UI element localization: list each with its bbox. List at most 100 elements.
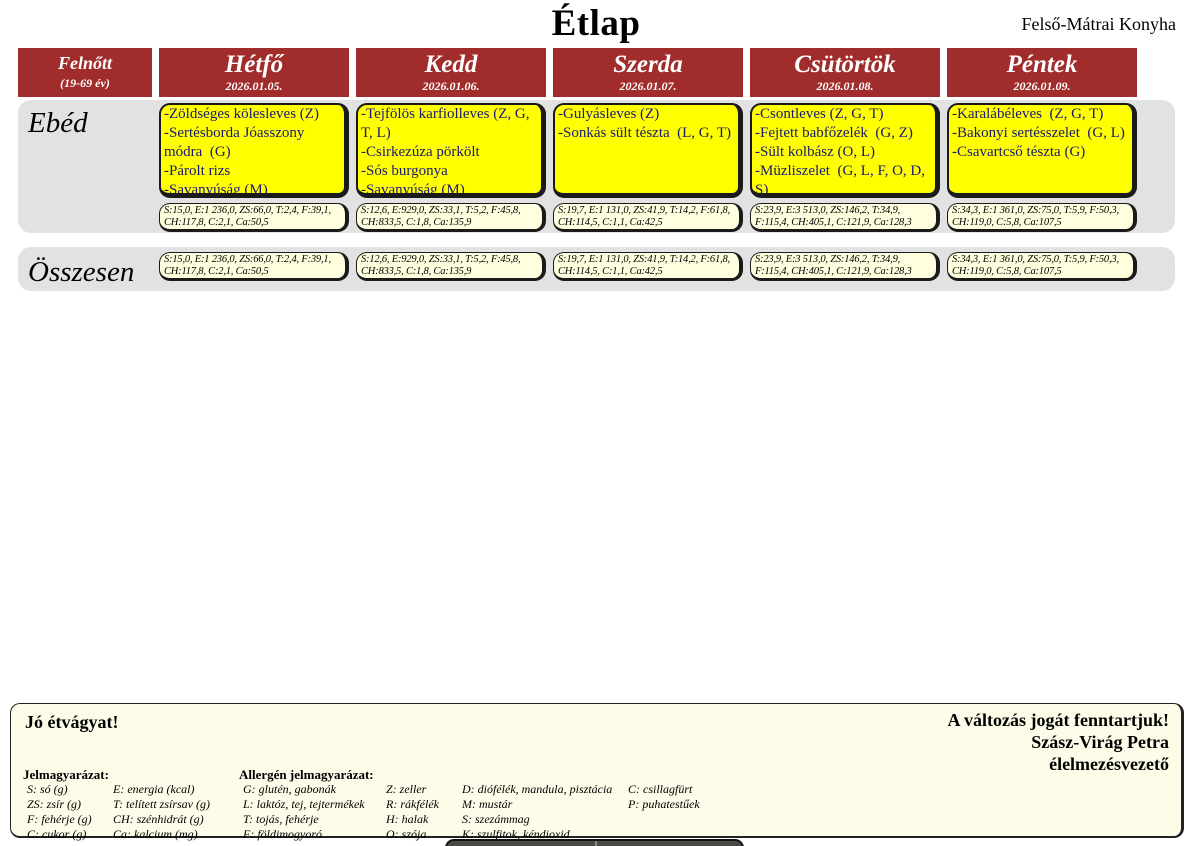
legend-item: CH: szénhidrát (g) — [113, 812, 204, 826]
menu-box: -Gulyásleves (Z) -Sonkás sült tészta (L, … — [553, 103, 743, 198]
menu-item-line: -Gulyásleves (Z) — [558, 106, 660, 122]
menu-item-line: -Sertésborda Jóasszony módra (G) — [164, 125, 309, 160]
age-group-label: Felnőtt — [57, 53, 112, 73]
legend-item: C: cukor (g) — [27, 827, 87, 841]
legend-item: ZS: zsír (g) — [27, 797, 82, 811]
total-row: Összesen S:15,0, E:1 236,0, ZS:66,0, T:2… — [18, 247, 1175, 291]
footer-box: Jó étvágyat! A változás jogát fenntartju… — [10, 703, 1184, 841]
total-nutrition-box: S:19,7, E:1 131,0, ZS:41,9, T:14,2, F:61… — [553, 252, 743, 281]
day-name: Hétfő — [224, 51, 284, 78]
menu-item-line: -Zöldséges kölesleves (Z) — [164, 106, 319, 122]
menu-item-line: -Sós burgonya — [361, 163, 448, 179]
menu-cell-friday: -Karalábéleves (Z, G, T) -Bakonyi sertéss… — [947, 103, 1137, 232]
menu-item-line: -Csavartcső tészta (G) — [952, 144, 1086, 160]
total-nutrition-box: S:23,9, E:3 513,0, ZS:146,2, T:34,9, F:1… — [750, 252, 940, 281]
menu-cell-monday: -Zöldséges kölesleves (Z) -Sertésborda Jó… — [159, 103, 349, 232]
signature-block: A változás jogát fenntartjuk! Szász-Virá… — [948, 709, 1169, 775]
legend-item: S: só (g) — [27, 782, 68, 796]
day-name: Kedd — [424, 51, 478, 78]
signature-name: Szász-Virág Petra — [1031, 732, 1169, 752]
change-notice: A változás jogát fenntartjuk! — [947, 710, 1169, 730]
total-nutrition-box: S:15,0, E:1 236,0, ZS:66,0, T:2,4, F:39,… — [159, 252, 349, 281]
day-date: 2026.01.05. — [225, 79, 283, 93]
age-group-cell: Felnőtt (19-69 év) — [18, 48, 152, 97]
menu-item-line: -Tejfölös karfiolleves (Z, G, T, L) — [361, 106, 533, 141]
menu-item-line: -Karalábéleves (Z, G, T) — [952, 106, 1104, 122]
day-name: Csütörtök — [794, 51, 896, 78]
menu-item-line: -Sült kolbász (O, L) — [755, 144, 875, 160]
allergen-legend: Allergén jelmagyarázat: G: glutén, gabon… — [239, 767, 700, 842]
total-cell-wednesday: S:19,7, E:1 131,0, ZS:41,9, T:14,2, F:61… — [553, 252, 743, 289]
day-name: Péntek — [1006, 51, 1078, 78]
day-header-wednesday: Szerda 2026.01.07. — [553, 48, 743, 97]
day-header-thursday: Csütörtök 2026.01.08. — [750, 48, 940, 97]
age-range-label: (19-69 év) — [60, 76, 110, 90]
nutrition-box: S:15,0, E:1 236,0, ZS:66,0, T:2,4, F:39,… — [159, 203, 349, 232]
allergen-item: M: mustár — [462, 797, 513, 811]
menu-item-line: -Savanyúság (M) — [164, 182, 268, 198]
allergen-item: Z: zeller — [386, 782, 427, 796]
menu-box: -Zöldséges kölesleves (Z) -Sertésborda Jó… — [159, 103, 349, 198]
menu-item-line: -Fejtett babfőzelék (G, Z) — [755, 125, 913, 141]
allergen-item: R: rákfélék — [386, 797, 439, 811]
allergen-item: O: szója — [386, 827, 427, 841]
meal-row-label-cell: Ebéd — [18, 103, 152, 232]
allergen-item: K: szulfitok, kéndioxid — [462, 827, 570, 841]
kitchen-name: Felső-Mátrai Konyha — [1021, 14, 1176, 34]
allergen-item: F: földimogyoró — [243, 827, 322, 841]
legend-item: Ca: kalcium (mg) — [113, 827, 198, 841]
nutrition-box: S:23,9, E:3 513,0, ZS:146,2, T:34,9, F:1… — [750, 203, 940, 232]
total-cell-tuesday: S:12,6, E:929,0, ZS:33,1, T:5,2, F:45,8,… — [356, 252, 546, 289]
menu-cell-thursday: -Csontleves (Z, G, T) -Fejtett babfőzelék… — [750, 103, 940, 232]
legend-item: F: fehérje (g) — [27, 812, 92, 826]
legend-column: E: energia (kcal)T: telített zsírsav (g)… — [113, 782, 210, 842]
allergen-item: G: glutén, gabonák — [243, 782, 336, 796]
meal-row-label: Ebéd — [28, 107, 88, 139]
bottom-buttons-divider — [595, 841, 597, 846]
legend-item: E: energia (kcal) — [113, 782, 195, 796]
allergen-item: D: diófélék, mandula, pisztácia — [462, 782, 613, 796]
day-date: 2026.01.07. — [619, 79, 677, 93]
header-row: Felnőtt (19-69 év) Hétfő 2026.01.05. Ked… — [18, 48, 1137, 97]
menu-box: -Tejfölös karfiolleves (Z, G, T, L) -Csir… — [356, 103, 546, 198]
total-cell-monday: S:15,0, E:1 236,0, ZS:66,0, T:2,4, F:39,… — [159, 252, 349, 289]
menu-item-line: -Savanyúság (M) — [361, 182, 465, 198]
day-date: 2026.01.09. — [1013, 79, 1071, 93]
menu-box: -Karalábéleves (Z, G, T) -Bakonyi sertéss… — [947, 103, 1137, 198]
allergen-item: S: szezámmag — [462, 812, 530, 826]
total-cell-thursday: S:23,9, E:3 513,0, ZS:146,2, T:34,9, F:1… — [750, 252, 940, 289]
meal-row-lunch: Ebéd -Zöldséges kölesleves (Z) -Sertésbor… — [18, 100, 1175, 233]
legend-column: S: só (g)ZS: zsír (g)F: fehérje (g)C: cu… — [27, 782, 113, 842]
signature-title: élelmezésvezető — [1049, 754, 1169, 774]
total-cell-friday: S:34,3, E:1 361,0, ZS:75,0, T:5,9, F:50,… — [947, 252, 1137, 289]
nutrition-box: S:19,7, E:1 131,0, ZS:41,9, T:14,2, F:61… — [553, 203, 743, 232]
menu-cell-wednesday: -Gulyásleves (Z) -Sonkás sült tészta (L, … — [553, 103, 743, 232]
allergen-item: L: laktóz, tej, tejtermékek — [243, 797, 365, 811]
total-row-label: Összesen — [28, 256, 135, 288]
day-name: Szerda — [613, 51, 683, 78]
menu-item-line: -Csirkezúza pörkölt — [361, 144, 480, 160]
day-header-tuesday: Kedd 2026.01.06. — [356, 48, 546, 97]
allergen-legend-title: Allergén jelmagyarázat: — [239, 767, 374, 782]
menu-item-line: -Csontleves (Z, G, T) — [755, 106, 884, 122]
greeting-text: Jó étvágyat! — [25, 712, 119, 732]
day-header-monday: Hétfő 2026.01.05. — [159, 48, 349, 97]
bottom-buttons-cutoff[interactable] — [445, 839, 744, 846]
menu-cell-tuesday: -Tejfölös karfiolleves (Z, G, T, L) -Csir… — [356, 103, 546, 232]
day-date: 2026.01.06. — [422, 79, 480, 93]
allergen-item: C: csillagfürt — [628, 782, 693, 796]
legend-item: T: telített zsírsav (g) — [113, 797, 210, 811]
allergen-item: P: puhatestűek — [628, 797, 700, 811]
nutrition-legend: Jelmagyarázat: S: só (g)ZS: zsír (g)F: f… — [23, 767, 210, 842]
nutrition-box: S:12,6, E:929,0, ZS:33,1, T:5,2, F:45,8,… — [356, 203, 546, 232]
total-row-label-cell: Összesen — [18, 252, 152, 289]
allergen-item: H: halak — [386, 812, 429, 826]
legend-title: Jelmagyarázat: — [23, 767, 109, 782]
menu-item-line: -Sonkás sült tészta (L, G, T) — [558, 125, 732, 141]
nutrition-box: S:34,3, E:1 361,0, ZS:75,0, T:5,9, F:50,… — [947, 203, 1137, 232]
menu-item-line: -Bakonyi sertésszelet (G, L) — [952, 125, 1125, 141]
menu-item-line: -Müzliszelet (G, L, F, O, D, S) — [755, 163, 929, 198]
